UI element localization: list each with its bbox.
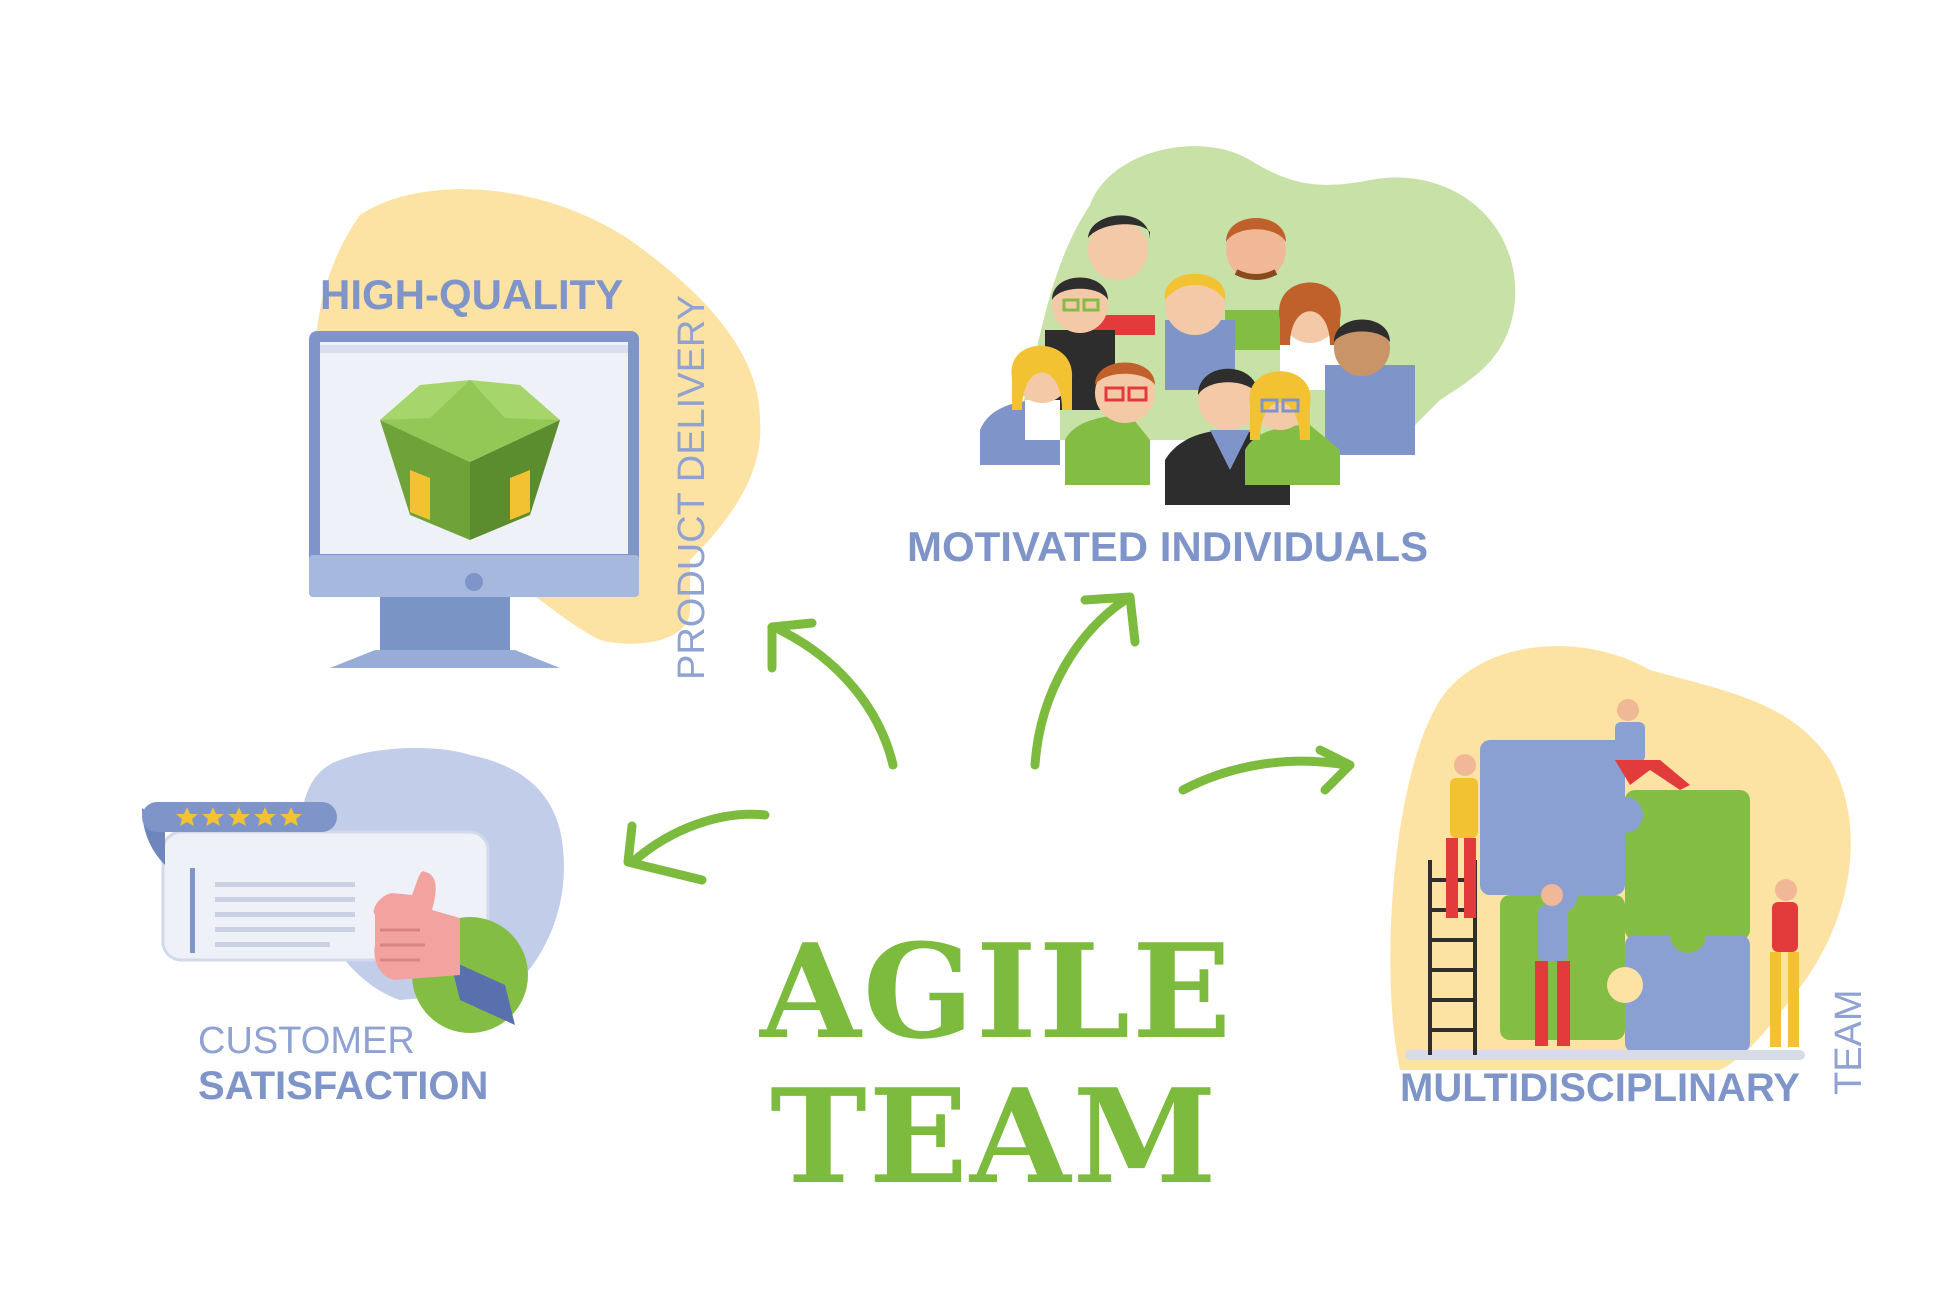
arrows xyxy=(623,592,1355,885)
ladder-icon xyxy=(1428,860,1477,1055)
diagram-title-line2: TEAM xyxy=(770,1060,1219,1214)
customer-label-bold: SATISFACTION xyxy=(198,1064,489,1108)
star-icon xyxy=(176,807,198,826)
workers-icon xyxy=(1446,699,1799,1047)
star-icon xyxy=(254,807,276,826)
people-group-icon xyxy=(980,215,1415,505)
customer-label-light: CUSTOMER xyxy=(198,1020,415,1062)
arrow-icon-quality xyxy=(767,618,898,770)
star-icon xyxy=(228,807,250,826)
arrow-icon-team xyxy=(1178,745,1355,795)
star-icon xyxy=(280,807,302,826)
arrow-icon-customer xyxy=(623,809,770,885)
rating-stars xyxy=(176,807,302,826)
team-label: MULTIDISCIPLINARY xyxy=(1400,1066,1800,1110)
star-icon xyxy=(202,807,224,826)
individuals-label: MOTIVATED INDIVIDUALS xyxy=(907,523,1429,570)
quality-label: HIGH-QUALITY xyxy=(320,271,624,318)
puzzle-icon xyxy=(1405,740,1805,1060)
team-vertical-label: TEAM xyxy=(1828,989,1870,1095)
thumbs-up-icon xyxy=(373,871,528,1033)
diagram-title-line1: AGILE xyxy=(760,915,1234,1069)
arrow-icon-individuals xyxy=(1030,592,1140,770)
quality-vertical-label: PRODUCT DELIVERY xyxy=(671,294,713,680)
box-icon xyxy=(380,380,560,540)
